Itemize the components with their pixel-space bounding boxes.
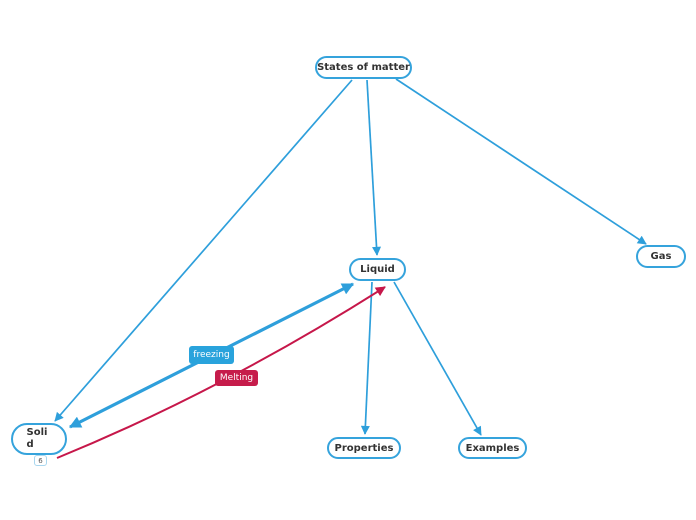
edge-states-to-solid[interactable]: [54, 79, 353, 422]
node-states-of-matter-label: States of matter: [317, 62, 410, 73]
edge-liquid-to-examples[interactable]: [393, 281, 482, 436]
edge-label-melting-text: Melting: [219, 373, 254, 383]
solid-count-badge-value: 6: [38, 456, 43, 465]
node-solid[interactable]: Solid: [11, 423, 67, 455]
node-solid-label: Solid: [26, 427, 48, 450]
node-examples-label: Examples: [465, 442, 520, 454]
node-gas-label: Gas: [650, 251, 672, 262]
node-states-of-matter[interactable]: States of matter: [315, 56, 412, 79]
node-properties[interactable]: Properties: [327, 437, 401, 459]
node-gas[interactable]: Gas: [636, 245, 686, 268]
node-liquid-label: Liquid: [360, 264, 395, 275]
node-properties-label: Properties: [334, 442, 394, 454]
edge-label-melting[interactable]: Melting: [215, 370, 258, 386]
solid-count-badge[interactable]: 6: [34, 455, 47, 466]
edge-states-to-gas[interactable]: [395, 78, 647, 245]
edge-liquid-to-properties[interactable]: [360, 281, 373, 435]
edge-states-to-liquid[interactable]: [366, 79, 382, 256]
node-liquid[interactable]: Liquid: [349, 258, 406, 281]
edge-label-freezing-text: freezing: [193, 350, 230, 360]
edge-label-freezing[interactable]: freezing: [189, 346, 234, 364]
node-examples[interactable]: Examples: [458, 437, 527, 459]
